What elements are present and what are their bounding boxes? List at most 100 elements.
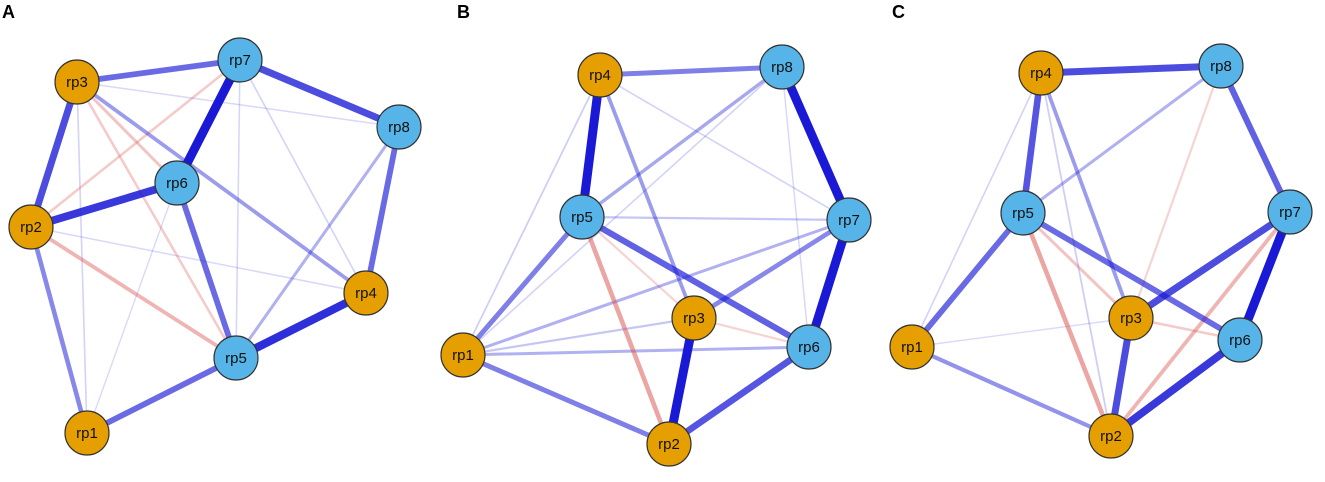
edge-rp2-rp7: [29, 58, 242, 229]
node-circle: [217, 37, 263, 83]
edge-rp6-rp2: [665, 343, 813, 448]
edge-rp1-rp5: [84, 355, 239, 436]
node-rp8: rp8: [376, 104, 422, 150]
node-rp4: rp4: [1018, 50, 1064, 96]
edge-rp1-rp6: [461, 345, 811, 357]
node-label: rp6: [798, 339, 820, 356]
node-label: rp1: [452, 347, 474, 364]
node-rp2: rp2: [646, 421, 692, 467]
node-rp6: rp6: [154, 160, 200, 206]
edges: [460, 62, 854, 449]
edge-rp7-rp2: [1109, 210, 1292, 438]
node-label: rp4: [355, 285, 377, 302]
edge-rp3-rp8: [76, 81, 400, 128]
node-circle: [1018, 50, 1064, 96]
edge-rp8-rp7: [777, 62, 854, 225]
node-rp8: rp8: [759, 44, 805, 90]
node-rp5: rp5: [1000, 190, 1046, 236]
node-label: rp4: [1030, 65, 1052, 82]
edge-rp6-rp5: [174, 180, 239, 361]
node-circle: [64, 410, 110, 456]
panel-letter-c: C: [892, 2, 905, 22]
node-rp7: rp7: [1267, 189, 1313, 235]
edge-rp5-rp8: [1021, 64, 1223, 215]
node-circle: [671, 295, 717, 341]
node-circle: [1217, 317, 1263, 363]
edge-rp1-rp7: [461, 218, 851, 357]
node-label: rp8: [771, 59, 793, 76]
edge-rp5-rp2: [579, 214, 672, 447]
node-rp2: rp2: [1088, 413, 1134, 459]
edge-rp8-rp5: [234, 125, 401, 360]
edge-rp5-rp1: [909, 210, 1026, 350]
node-rp8: rp8: [1198, 43, 1244, 89]
edge-rp4-rp8: [1037, 62, 1225, 77]
edge-rp4-rp1: [462, 74, 601, 356]
edge-rp8-rp3: [1129, 64, 1223, 320]
node-rp2: rp2: [8, 204, 54, 250]
node-circle: [376, 104, 422, 150]
edge-rp3-rp4: [75, 80, 368, 295]
node-label: rp7: [838, 212, 860, 229]
node-label: rp8: [388, 119, 410, 136]
edge-rp2-rp1: [28, 224, 90, 436]
node-circle: [826, 197, 872, 243]
node-circle: [759, 44, 805, 90]
node-circle: [1108, 295, 1154, 341]
edge-rp4-rp5: [1019, 69, 1045, 217]
node-rp4: rp4: [577, 52, 623, 98]
node-circle: [646, 421, 692, 467]
edge-rp1-rp2: [460, 352, 672, 447]
node-circle: [154, 160, 200, 206]
node-circle: [577, 52, 623, 98]
edge-rp7-rp6: [1235, 207, 1295, 345]
edge-rp4-rp3: [1039, 71, 1133, 320]
edge-rp4-rp7: [599, 74, 850, 221]
node-rp6: rp6: [786, 324, 832, 370]
node-circle: [1267, 189, 1313, 235]
edge-rp5-rp3: [580, 215, 696, 320]
edge-rp2-rp5: [29, 225, 238, 360]
node-label: rp8: [1210, 58, 1232, 75]
edge-rp5-rp6: [1020, 210, 1243, 343]
edge-rp6-rp2: [1107, 336, 1244, 440]
node-rp1: rp1: [440, 332, 486, 378]
node-label: rp7: [229, 52, 251, 69]
node-label: rp6: [166, 175, 188, 192]
node-circle: [786, 324, 832, 370]
edge-rp4-rp1: [911, 72, 1042, 348]
node-label: rp7: [1279, 204, 1301, 221]
node-rp3: rp3: [54, 59, 100, 105]
edge-rp4-rp2: [1040, 72, 1112, 437]
node-rp7: rp7: [826, 197, 872, 243]
edge-rp1-rp6: [86, 182, 178, 434]
node-circle: [1000, 190, 1046, 236]
edge-rp1-rp2: [909, 344, 1114, 439]
node-circle: [213, 335, 259, 381]
edge-rp3-rp7: [691, 217, 852, 321]
edge-rp3-rp7: [1127, 208, 1294, 322]
edge-rp5-rp3: [1021, 211, 1133, 320]
edge-rp8-rp1: [462, 66, 783, 356]
edge-rp3-rp5: [75, 80, 238, 360]
node-rp1: rp1: [64, 410, 110, 456]
edge-rp3-rp6: [75, 80, 179, 185]
node-circle: [1198, 43, 1244, 89]
node-circle: [8, 204, 54, 250]
node-label: rp2: [20, 219, 42, 236]
node-circle: [440, 332, 486, 378]
edge-rp5-rp2: [1020, 210, 1114, 439]
node-label: rp5: [571, 209, 593, 226]
edge-rp4-rp8: [597, 64, 785, 78]
node-rp3: rp3: [1108, 295, 1154, 341]
node-circle: [889, 324, 935, 370]
edge-rp7-rp4: [239, 59, 367, 294]
edge-rp3-rp2: [27, 78, 81, 231]
node-circle: [54, 59, 100, 105]
node-rp5: rp5: [213, 335, 259, 381]
